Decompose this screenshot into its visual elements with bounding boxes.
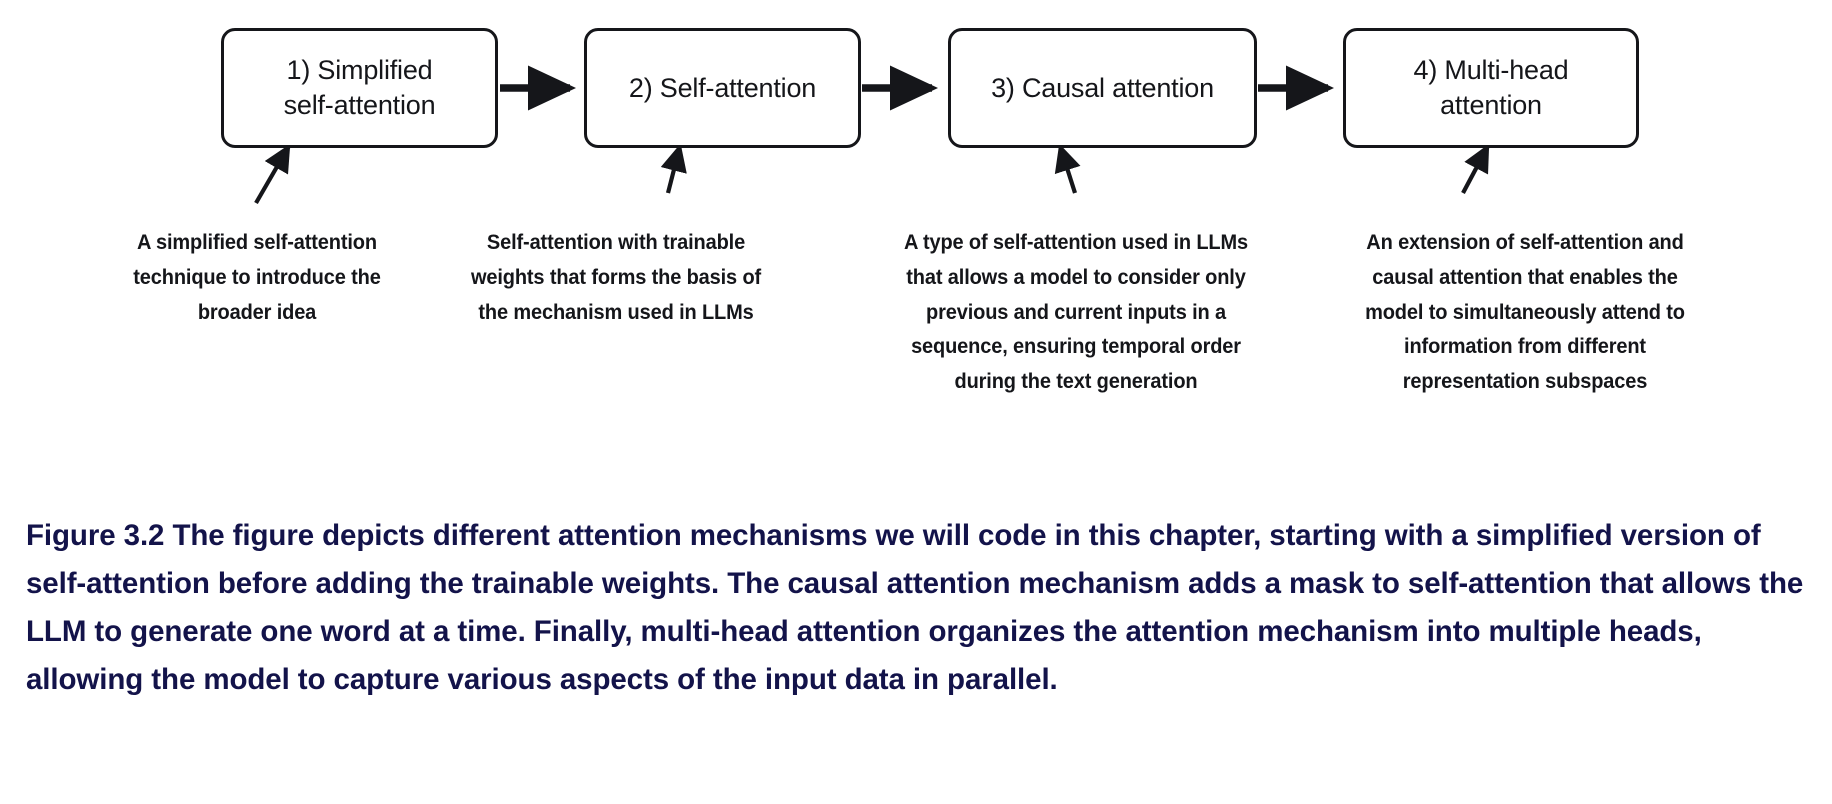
annotation-self-attention: Self-attention with trainable weights th… bbox=[470, 230, 762, 324]
annotation-simplified-self-attention: A simplified self-attention technique to… bbox=[133, 230, 381, 324]
leader-arrow-2 bbox=[660, 143, 687, 194]
attention-mechanisms-diagram: 1) Simplified self-attention 2) Self-att… bbox=[133, 28, 1685, 394]
stage-box-causal-attention[interactable]: 3) Causal attention bbox=[948, 28, 1257, 148]
leader-arrow-1 bbox=[254, 143, 291, 205]
stage-box-simplified-self-attention[interactable]: 1) Simplified self-attention bbox=[221, 28, 498, 148]
stage-box-self-attention[interactable]: 2) Self-attention bbox=[584, 28, 861, 148]
stage-box-label: 1) Simplified self-attention bbox=[283, 55, 436, 120]
stage-box-multi-head-attention[interactable]: 4) Multi-head attention bbox=[1343, 28, 1639, 148]
leader-arrow-4 bbox=[1461, 143, 1490, 194]
stage-box-label: 3) Causal attention bbox=[991, 72, 1214, 103]
annotation-causal-attention: A type of self-attention used in LLMs th… bbox=[903, 230, 1249, 394]
leader-arrow-3 bbox=[1054, 143, 1081, 194]
stage-box-label: 2) Self-attention bbox=[628, 72, 817, 103]
annotation-multi-head-attention: An extension of self-attention and causa… bbox=[1365, 230, 1685, 394]
figure-caption: Figure 3.2 The figure depicts different … bbox=[26, 519, 1804, 697]
stage-box-label: 4) Multi-head attention bbox=[1413, 55, 1569, 120]
